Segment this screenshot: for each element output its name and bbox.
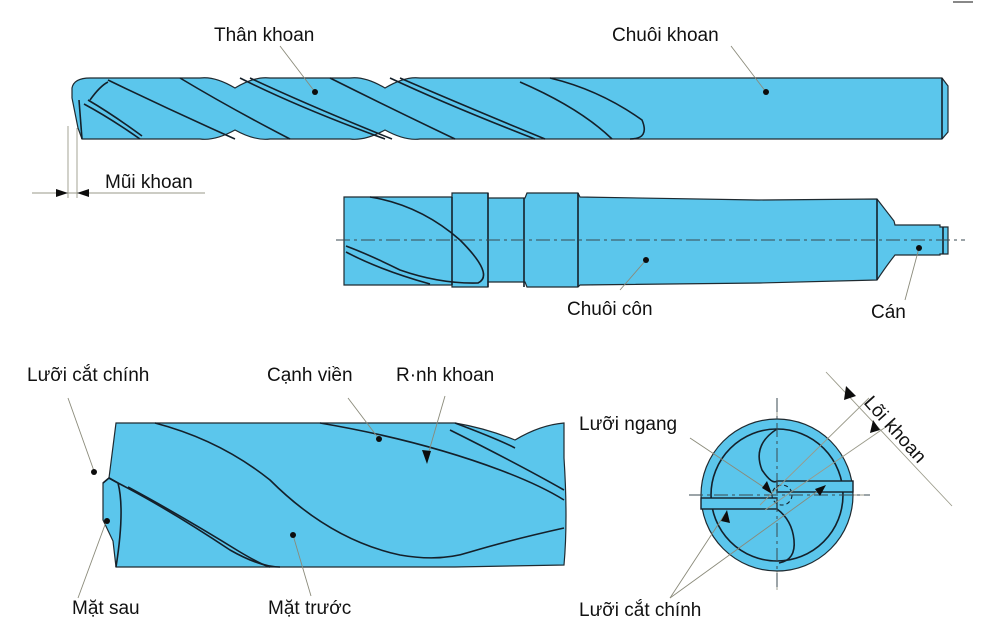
label-flute: R·nh khoan — [396, 365, 494, 386]
cutting-lip-upper — [776, 480, 854, 493]
web-arrow-2 — [870, 420, 880, 433]
tip-dimension — [32, 126, 205, 198]
taper-shank-view: Chuôi côn Cán — [336, 192, 965, 323]
label-web: Lõi khoan — [859, 392, 930, 467]
drill-point-detail-view: Lưỡi cắt chính Cạnh viền R·nh khoan Mặt … — [27, 364, 567, 619]
tang-pointer-dot — [916, 245, 922, 251]
label-main-cutting-edge: Lưỡi cắt chính — [27, 364, 149, 386]
margin-pointer-dot — [376, 436, 382, 442]
shank-pointer-dot — [763, 89, 769, 95]
label-body: Thân khoan — [214, 25, 314, 46]
body-pointer-dot — [312, 89, 318, 95]
chisel-arrow — [762, 481, 772, 494]
end-view: Lõi khoan Lưỡi ngang Lưỡi cắt chính — [579, 371, 953, 621]
flute-curve-lower — [776, 508, 796, 564]
drill-body-shape — [71, 77, 949, 140]
main-edge-arrow-1 — [721, 510, 730, 523]
label-chisel-edge: Lưỡi ngang — [579, 414, 677, 435]
label-rake-face: Mặt trước — [268, 598, 351, 619]
label-tang: Cán — [871, 302, 906, 323]
main-edge-arrow-2 — [815, 485, 826, 496]
rake-pointer-dot — [290, 532, 296, 538]
straight-shank-drill-view: Thân khoan Chuôi khoan Mũi khoan — [32, 25, 949, 198]
web-arrow-1 — [844, 386, 856, 400]
label-tip: Mũi khoan — [105, 172, 193, 193]
label-flank-face: Mặt sau — [72, 598, 140, 619]
label-main-cutting-edges: Lưỡi cắt chính — [579, 599, 701, 621]
flute-curve-upper — [758, 428, 778, 483]
point-flute-lines — [117, 422, 565, 568]
flank-pointer-dot — [104, 518, 110, 524]
flute-lines — [83, 77, 646, 140]
label-taper-shank: Chuôi côn — [567, 299, 653, 320]
taper-pointer-dot — [643, 257, 649, 263]
flute-runout — [345, 196, 485, 284]
flute-arrow — [422, 450, 431, 464]
drill-tip-detail — [89, 81, 109, 101]
drill-point-shape — [102, 422, 567, 568]
label-shank: Chuôi khoan — [612, 25, 719, 46]
main-edge-pointer-dot — [91, 469, 97, 475]
label-margin: Cạnh viền — [267, 365, 353, 386]
